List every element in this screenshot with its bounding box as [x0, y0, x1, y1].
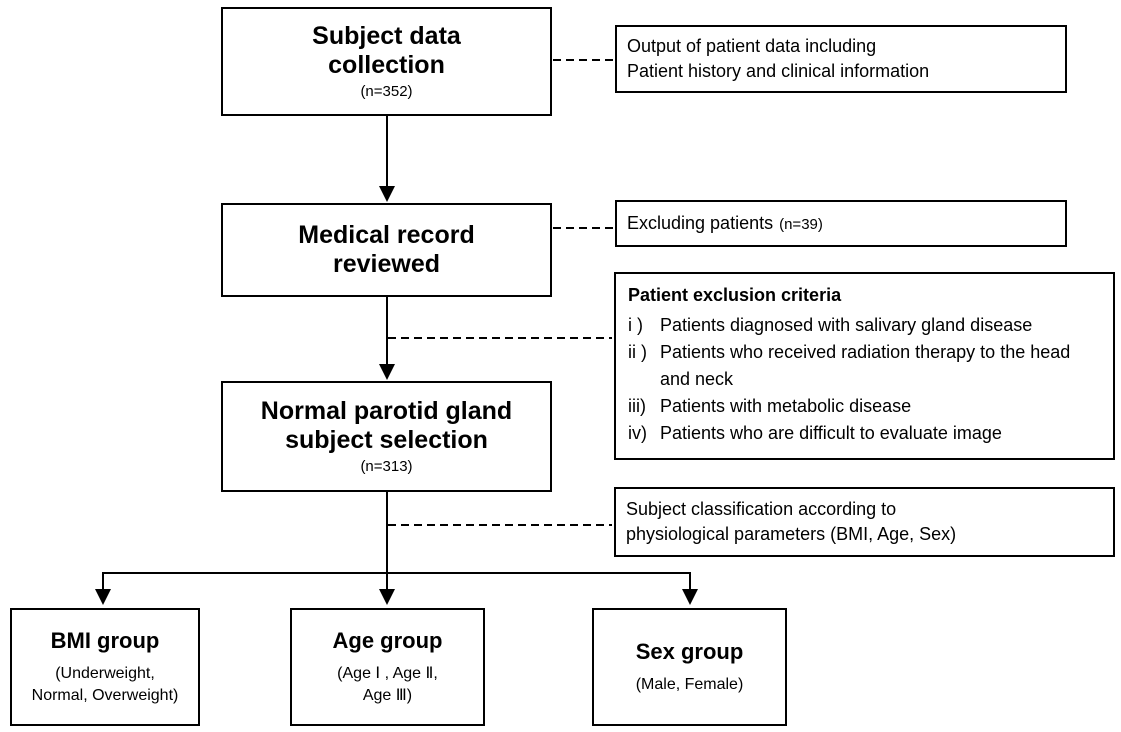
title-line: reviewed [332, 250, 440, 278]
output-note-line: Patient history and clinical information [627, 61, 930, 81]
exclusion-criteria-item: i ) Patients diagnosed with salivary gla… [628, 312, 1101, 339]
criteria-item-text: Patients who are difficult to evaluate i… [660, 423, 1002, 443]
criteria-item-text: Patients with metabolic disease [660, 396, 912, 416]
exclusion-criteria-item: ii ) Patients who received radiation the… [628, 339, 1101, 393]
subtitle-line: (Age Ⅰ , Age Ⅱ, [337, 665, 438, 683]
subtitle-line: Normal, Overweight) [31, 686, 179, 704]
exclusion-criteria-item: iv) Patients who are difficult to evalua… [628, 420, 1101, 447]
parotid-selection-title: Normal parotid gland subject selection [261, 397, 512, 456]
excluding-note-line: Excluding patients (n=39) [627, 211, 1055, 236]
age-group-title: Age group [332, 627, 443, 653]
title-line: collection [328, 51, 445, 80]
subject-data-title: Subject data collection [312, 22, 461, 81]
title-line: Normal parotid gland [260, 396, 513, 425]
bmi-group-subtitle: (Underweight, Normal, Overweight) [32, 663, 179, 706]
exclusion-criteria-item: iii) Patients with metabolic disease [628, 393, 1101, 420]
criteria-item-label: i ) [628, 315, 643, 335]
sex-group-box: Sex group (Male, Female) [592, 608, 787, 726]
excluding-note-text: Excluding patients [627, 213, 774, 234]
title-line: Subject data [312, 21, 461, 50]
age-group-box: Age group (Age Ⅰ , Age Ⅱ, Age Ⅲ) [290, 608, 485, 726]
criteria-item-text: Patients who received radiation therapy … [660, 342, 1071, 389]
output-note-box: Output of patient data including Patient… [615, 25, 1067, 93]
parotid-selection-box: Normal parotid gland subject selection (… [221, 381, 552, 492]
parotid-selection-count: (n=313) [360, 457, 413, 475]
subtitle-line: (Underweight, [55, 665, 155, 683]
classification-note-line: physiological parameters (BMI, Age, Sex) [626, 524, 957, 544]
medical-record-box: Medical record reviewed [221, 203, 552, 297]
excluding-note-box: Excluding patients (n=39) [615, 200, 1067, 247]
subtitle-line: (Male, Female) [635, 675, 744, 693]
subject-data-count: (n=352) [360, 82, 413, 100]
bmi-group-box: BMI group (Underweight, Normal, Overweig… [10, 608, 200, 726]
medical-record-title: Medical record reviewed [298, 221, 474, 280]
excluding-note-count: (n=39) [779, 216, 823, 234]
exclusion-criteria-heading: Patient exclusion criteria [628, 285, 842, 305]
exclusion-criteria-box: Patient exclusion criteria i ) Patients … [614, 272, 1115, 460]
criteria-item-label: ii ) [628, 342, 647, 362]
classification-note-box: Subject classification according to phys… [614, 487, 1115, 557]
sex-group-title: Sex group [635, 638, 744, 664]
output-note-line: Output of patient data including [627, 36, 877, 57]
bmi-group-title: BMI group [50, 627, 160, 653]
subtitle-line: Age Ⅲ) [362, 686, 413, 704]
classification-note-line: Subject classification according to [626, 499, 897, 520]
criteria-item-label: iii) [628, 396, 646, 416]
age-group-subtitle: (Age Ⅰ , Age Ⅱ, Age Ⅲ) [337, 663, 438, 706]
title-line: subject selection [285, 426, 488, 455]
criteria-item-label: iv) [628, 423, 647, 443]
sex-group-subtitle: (Male, Female) [636, 674, 744, 696]
subject-data-collection-box: Subject data collection (n=352) [221, 7, 552, 116]
criteria-item-text: Patients diagnosed with salivary gland d… [660, 315, 1033, 335]
title-line: Medical record [298, 220, 475, 249]
